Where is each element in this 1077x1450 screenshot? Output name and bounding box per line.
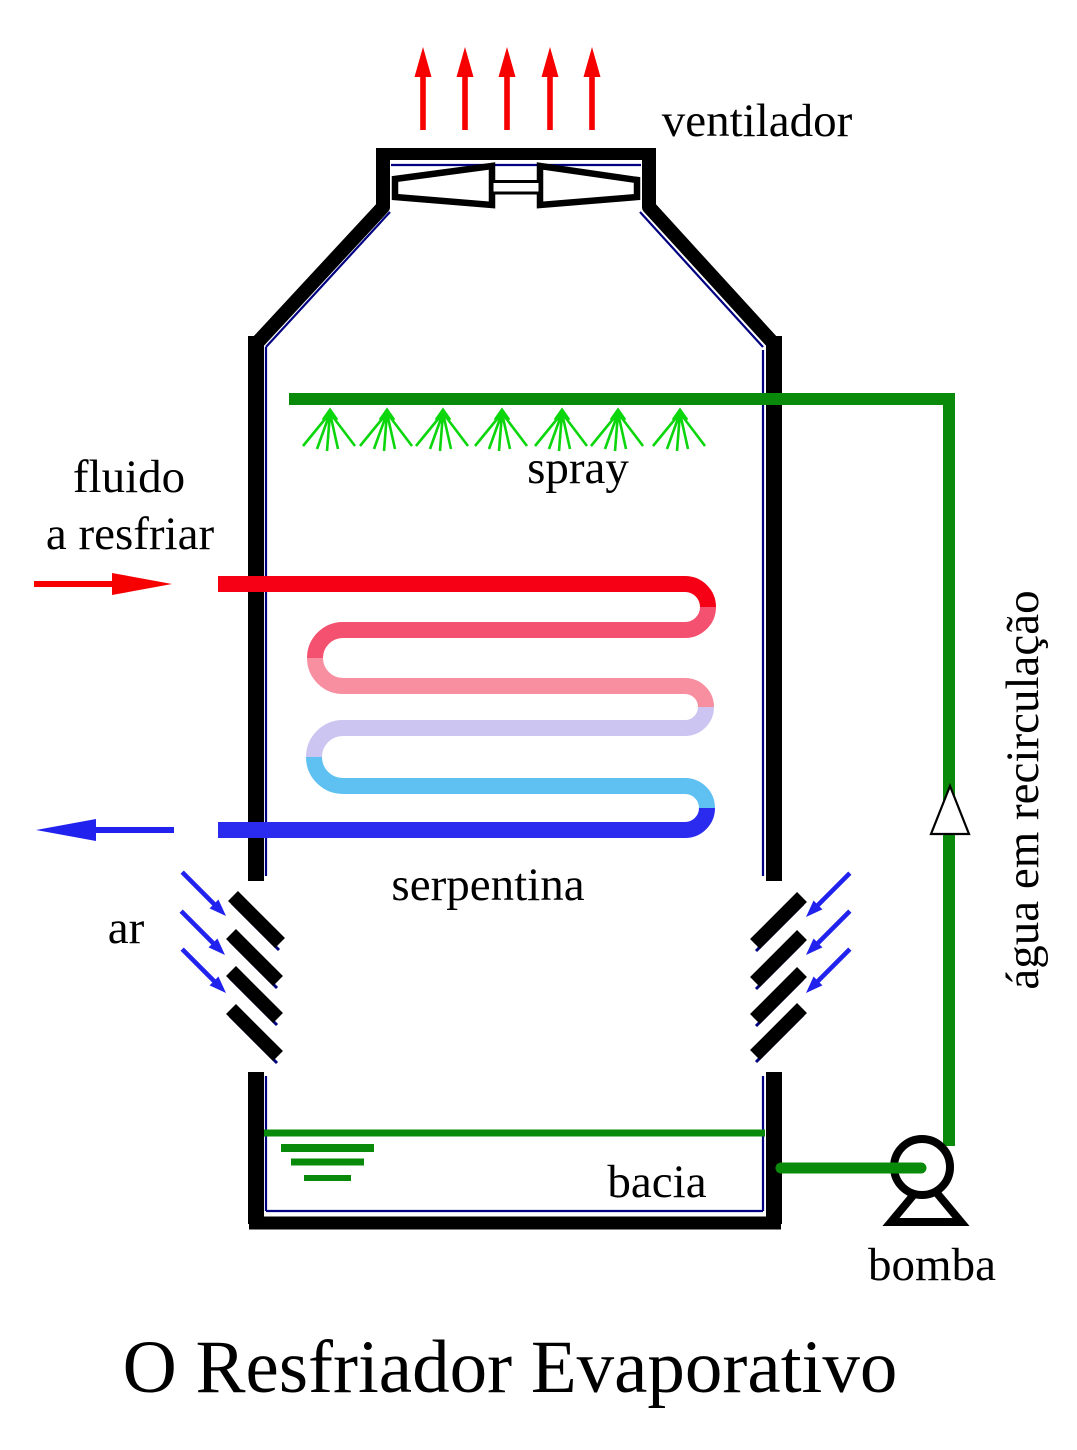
spray-nozzle-icon bbox=[358, 408, 414, 453]
pump-base bbox=[882, 1173, 970, 1226]
fan-blade-left bbox=[391, 162, 496, 209]
fan-hub bbox=[490, 180, 542, 195]
recirculation-label: água em recirculação bbox=[997, 590, 1049, 989]
coil-segment-1 bbox=[218, 576, 716, 608]
fluid-in-label-line1: fluido bbox=[73, 451, 185, 503]
coil-segment-6 bbox=[218, 807, 715, 838]
spray-label: spray bbox=[527, 442, 629, 494]
fluid-outlet-arrow-icon bbox=[36, 819, 174, 841]
fluid-inlet-arrow-icon bbox=[34, 573, 172, 595]
pump-label: bomba bbox=[868, 1239, 996, 1291]
coil-segment-4 bbox=[306, 706, 714, 758]
air-label: ar bbox=[108, 902, 145, 954]
recirculation-arrowhead-icon bbox=[929, 783, 971, 836]
exhaust-arrow-icon bbox=[456, 47, 474, 130]
coil-segment-5 bbox=[306, 756, 715, 809]
fan-label: ventilador bbox=[662, 95, 853, 147]
exhaust-arrows bbox=[414, 47, 601, 130]
recirculation-pipe bbox=[289, 393, 955, 1146]
spray-nozzle-icon bbox=[473, 408, 529, 453]
wall-inner-edges bbox=[264, 163, 765, 1213]
left-louver bbox=[230, 896, 280, 1063]
tower-shell bbox=[248, 148, 782, 1230]
spray-nozzles bbox=[301, 408, 707, 453]
exhaust-arrow-icon bbox=[541, 47, 559, 130]
serpentine-coil bbox=[218, 576, 716, 838]
exhaust-arrow-icon bbox=[414, 47, 432, 130]
coil-label: serpentina bbox=[391, 859, 584, 911]
figure-title: O Resfriador Evaporativo bbox=[123, 1326, 898, 1409]
basin-label: bacia bbox=[607, 1156, 706, 1208]
fan bbox=[391, 162, 641, 209]
spray-nozzle-icon bbox=[301, 408, 357, 453]
exhaust-arrow-icon bbox=[498, 47, 516, 130]
fan-housing-left-shoulder bbox=[250, 148, 390, 349]
labels: ventilador fluido a resfriar spray serpe… bbox=[46, 95, 1049, 1409]
spray-nozzle-icon bbox=[414, 408, 470, 453]
exhaust-arrow-icon bbox=[583, 47, 601, 130]
fan-blade-right bbox=[536, 162, 641, 209]
fan-housing-right-shoulder bbox=[642, 148, 780, 349]
spray-nozzle-icon bbox=[651, 408, 707, 453]
fluid-in-label-line2: a resfriar bbox=[46, 508, 215, 560]
coil-segment-2 bbox=[307, 606, 716, 659]
coil-segment-3 bbox=[307, 657, 714, 708]
pump bbox=[775, 1135, 970, 1226]
water-circuit bbox=[264, 393, 955, 1181]
right-louver bbox=[755, 897, 803, 1062]
